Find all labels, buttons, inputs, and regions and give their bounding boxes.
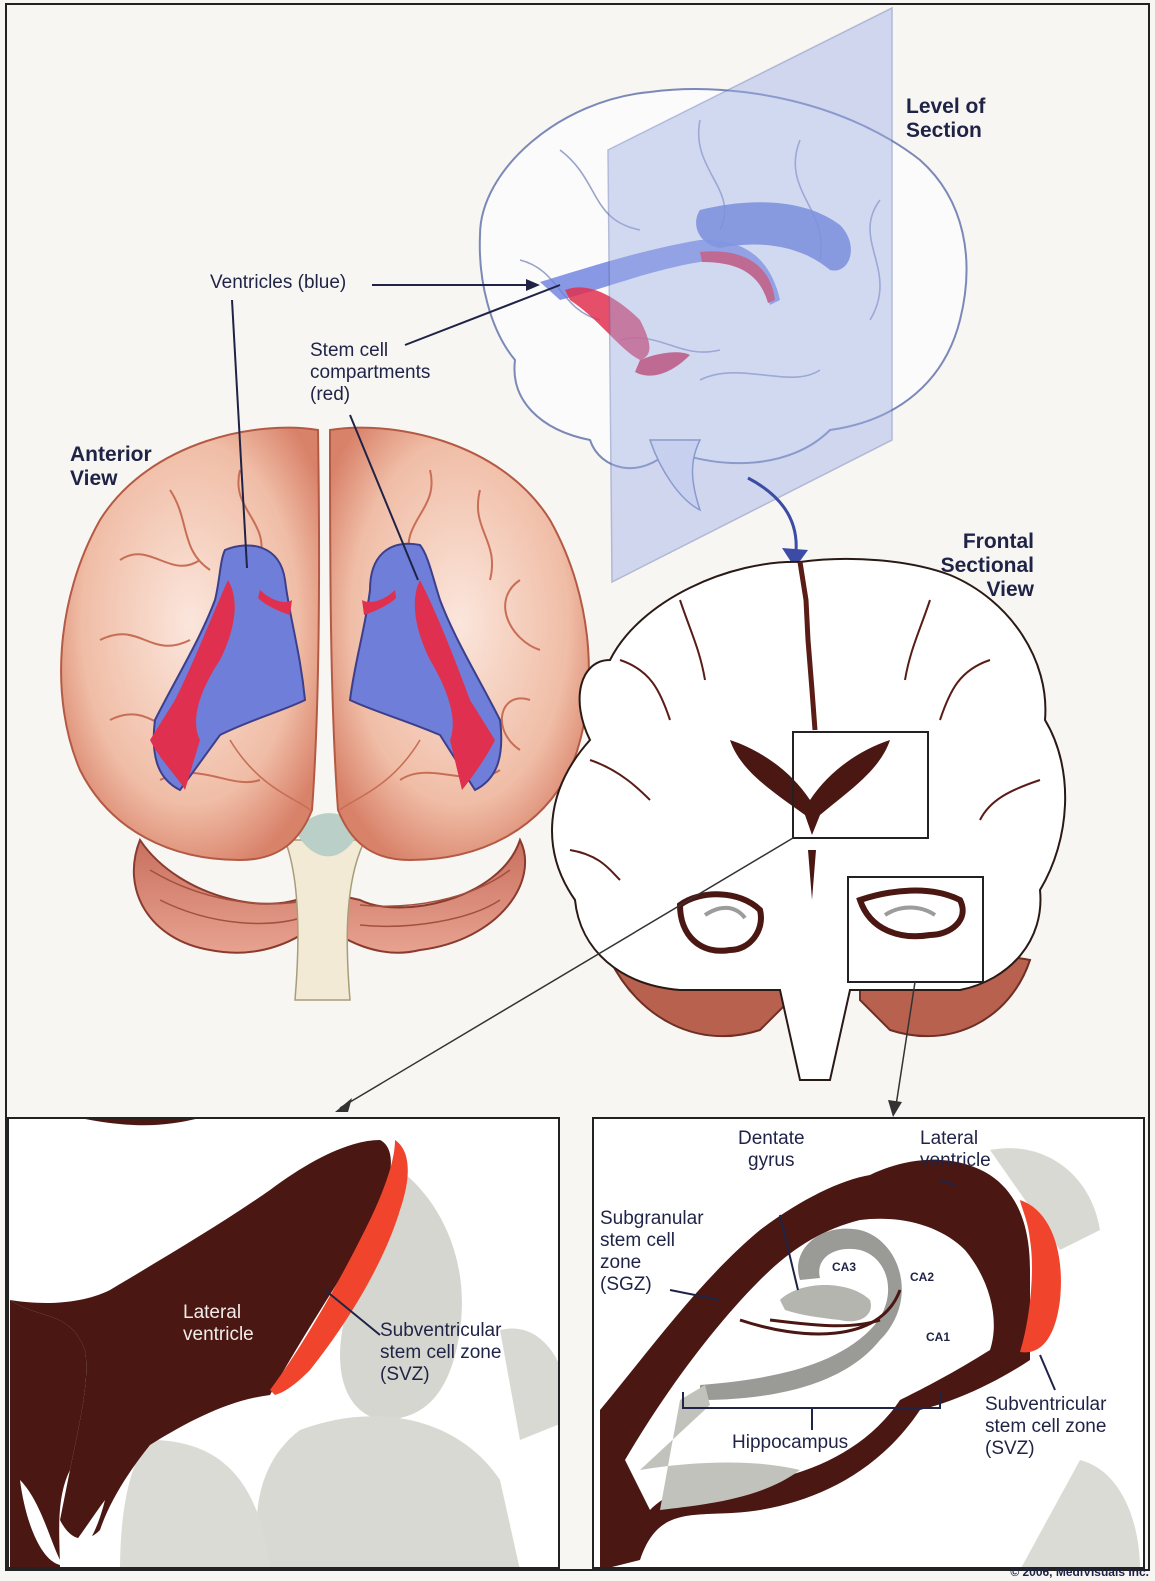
- label-level-of-section: Level of Section: [906, 95, 985, 143]
- label-stem-cell-compartments: Stem cell compartments (red): [310, 340, 430, 406]
- label-ca3: CA3: [832, 1256, 856, 1278]
- label-lateral-ventricle-left: Lateral ventricle: [183, 1302, 254, 1346]
- label-ca1: CA1: [926, 1326, 950, 1348]
- label-dentate-gyrus: Dentate gyrus: [738, 1128, 805, 1172]
- label-frontal-sectional-view: Frontal Sectional View: [918, 530, 1034, 602]
- label-sgz: Subgranular stem cell zone (SGZ): [600, 1208, 704, 1296]
- hippocampus-inset: [593, 1118, 1144, 1570]
- label-hippocampus: Hippocampus: [732, 1432, 848, 1454]
- anterior-brain: [61, 428, 589, 1000]
- label-ca2: CA2: [910, 1266, 934, 1288]
- label-svz-right: Subventricular stem cell zone (SVZ): [985, 1394, 1106, 1460]
- label-svz-left: Subventricular stem cell zone (SVZ): [380, 1320, 501, 1386]
- label-lateral-ventricle-right: Lateral ventricle: [920, 1128, 991, 1172]
- label-anterior-view: Anterior View: [70, 443, 152, 491]
- label-ventricles-blue: Ventricles (blue): [210, 272, 346, 294]
- copyright-notice: © 2006, MediVisuals Inc.: [1010, 1565, 1149, 1579]
